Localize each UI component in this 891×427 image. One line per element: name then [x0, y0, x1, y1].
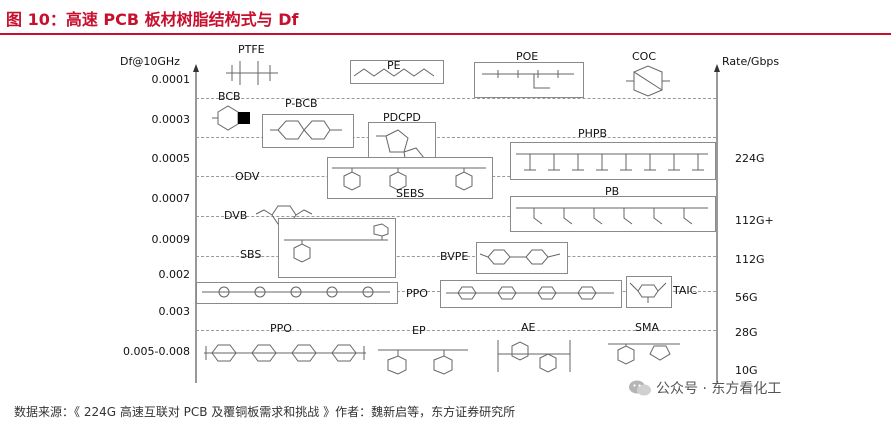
- ppo-mid-structure-box-right: [440, 280, 622, 308]
- wechat-icon: [629, 380, 651, 396]
- rate-tick: 224G: [735, 152, 765, 165]
- resin-ptfe-label: PTFE: [238, 43, 265, 56]
- rate-tick: 10G: [735, 364, 758, 377]
- row-separator: [196, 98, 716, 99]
- bvpe-structure: [479, 249, 561, 265]
- df-axis-label: Df@10GHz: [120, 55, 180, 68]
- resin-dvb-label: DVB: [224, 209, 248, 222]
- phpb-structure: [516, 153, 708, 171]
- df-tick: 0.0001: [151, 73, 191, 86]
- df-tick: 0.005-0.008: [123, 345, 190, 358]
- pe-structure: [353, 68, 435, 77]
- row-separator: [196, 137, 716, 138]
- coc-structure: [626, 65, 670, 97]
- df-tick: 0.002: [158, 268, 191, 281]
- sbs-structure-box: [278, 218, 396, 278]
- p-bcb-structure-box: [262, 114, 354, 148]
- bcb-structure: [212, 105, 250, 131]
- resin-ppo-low-label: PPO: [270, 322, 292, 335]
- resin-odv-label: ODV: [235, 170, 260, 183]
- df-tick: 0.0007: [151, 192, 191, 205]
- sebs-structure-box: [327, 157, 493, 199]
- rate-tick: 112G: [735, 253, 765, 266]
- rate-tick: 112G+: [735, 214, 774, 227]
- resin-pb-label: PB: [605, 185, 620, 198]
- p-bcb-structure: [270, 120, 342, 140]
- row-separator: [196, 256, 716, 257]
- resin-sma-label: SMA: [635, 321, 659, 334]
- df-tick: 0.0005: [151, 152, 191, 165]
- title-rule: [0, 33, 891, 35]
- resin-coc-label: COC: [632, 50, 657, 63]
- pb-structure: [516, 207, 708, 225]
- rate-tick: 28G: [735, 326, 758, 339]
- resin-pe-label: PE: [387, 59, 401, 72]
- phpb-structure-box: [510, 142, 716, 180]
- ae-structure: [497, 340, 571, 373]
- df-tick: 0.0003: [151, 113, 191, 126]
- ppo-mid-structure-box: [196, 282, 398, 304]
- rate-axis-label: Rate/Gbps: [722, 55, 780, 68]
- resin-poe-label: POE: [516, 50, 539, 63]
- resin-taic-label: TAIC: [673, 284, 698, 297]
- taic-structure: [629, 282, 667, 303]
- resin-sebs-label: SEBS: [396, 187, 425, 200]
- ppo-low-structure: [204, 344, 366, 362]
- ppo-mid-structure-left: [202, 286, 390, 298]
- resin-sbs-label: SBS: [240, 248, 262, 261]
- sma-structure: [608, 343, 680, 365]
- pb-structure-box: [510, 196, 716, 232]
- resin-ep-label: EP: [412, 324, 426, 337]
- bvpe-structure-box: [476, 242, 568, 274]
- resin-ppo-mid-label: PPO: [406, 287, 428, 300]
- resin-bvpe-label: BVPE: [440, 250, 469, 263]
- resin-p-bcb-label: P-BCB: [285, 97, 318, 110]
- sbs-structure: [284, 223, 389, 263]
- rate-tick: 56G: [735, 291, 758, 304]
- row-separator: [196, 216, 716, 217]
- ep-structure: [378, 349, 468, 375]
- ptfe-structure: [226, 61, 278, 85]
- poe-structure-box: [474, 62, 584, 98]
- poe-structure: [482, 70, 574, 89]
- sebs-structure: [332, 167, 486, 191]
- ppo-mid-structure-right: [446, 286, 614, 300]
- resin-pdcpd-label: PDCPD: [383, 111, 421, 124]
- resin-bcb-label: BCB: [218, 90, 241, 103]
- df-tick: 0.003: [158, 305, 191, 318]
- row-separator: [196, 330, 716, 331]
- taic-structure-box: [626, 276, 672, 308]
- resin-phpb-label: PHPB: [578, 127, 608, 140]
- df-tick: 0.0009: [151, 233, 191, 246]
- watermark-text: 公众号 · 东方看化工: [656, 381, 782, 397]
- source-note: 数据来源：《 224G 高速互联对 PCB 及覆铜板需求和挑战 》作者：魏新启等…: [14, 405, 516, 419]
- resin-ae-label: AE: [521, 321, 536, 334]
- figure-title: 图 10：高速 PCB 板材树脂结构式与 Df: [6, 10, 299, 29]
